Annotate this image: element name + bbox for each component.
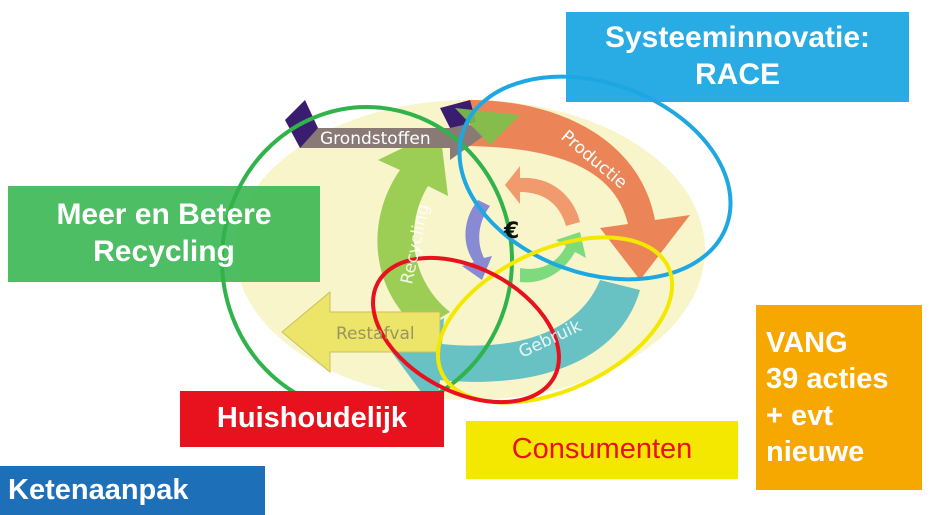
race-box: Systeeminnovatie: RACE xyxy=(566,12,909,102)
race-line-1: Systeeminnovatie: xyxy=(604,21,871,55)
consumenten-label: Consumenten xyxy=(511,433,693,466)
consumer-ellipse xyxy=(435,235,675,405)
vang-line-4: nieuwe xyxy=(766,435,865,468)
euro-symbol: € xyxy=(503,219,519,244)
race-line-2: RACE xyxy=(694,58,780,91)
gebruik-arrow xyxy=(390,280,640,412)
recycling-line-1: Meer en Betere xyxy=(56,198,272,232)
grondstoffen-arrow xyxy=(300,112,485,160)
restafval-arrow xyxy=(281,290,441,374)
vang-line-3: + evt xyxy=(766,399,833,432)
inner-orange-arrow xyxy=(505,166,580,226)
vang-line-2: 39 acties xyxy=(766,363,889,396)
consumenten-box: Consumenten xyxy=(466,421,738,479)
productie-arrow xyxy=(470,100,690,280)
ketenaanpak-box: Ketenaanpak xyxy=(0,466,265,515)
inner-green-arrow xyxy=(520,232,586,283)
vang-line-1: VANG xyxy=(766,327,848,359)
household-ellipse xyxy=(371,255,561,405)
restafval-label: Restafval xyxy=(336,324,415,344)
recycling-box: Meer en Betere Recycling xyxy=(8,186,320,282)
recycling-line-2: Recycling xyxy=(93,235,235,268)
huishoudelijk-label: Huishoudelijk xyxy=(216,402,408,435)
grondstoffen-label: Grondstoffen xyxy=(320,129,431,149)
recycling-arrow xyxy=(377,130,450,330)
huishoudelijk-box: Huishoudelijk xyxy=(180,391,444,447)
vang-box: VANG 39 acties + evt nieuwe xyxy=(756,305,922,490)
inner-blue-arrow xyxy=(462,200,492,280)
ketenaanpak-label: Ketenaanpak xyxy=(8,473,189,506)
